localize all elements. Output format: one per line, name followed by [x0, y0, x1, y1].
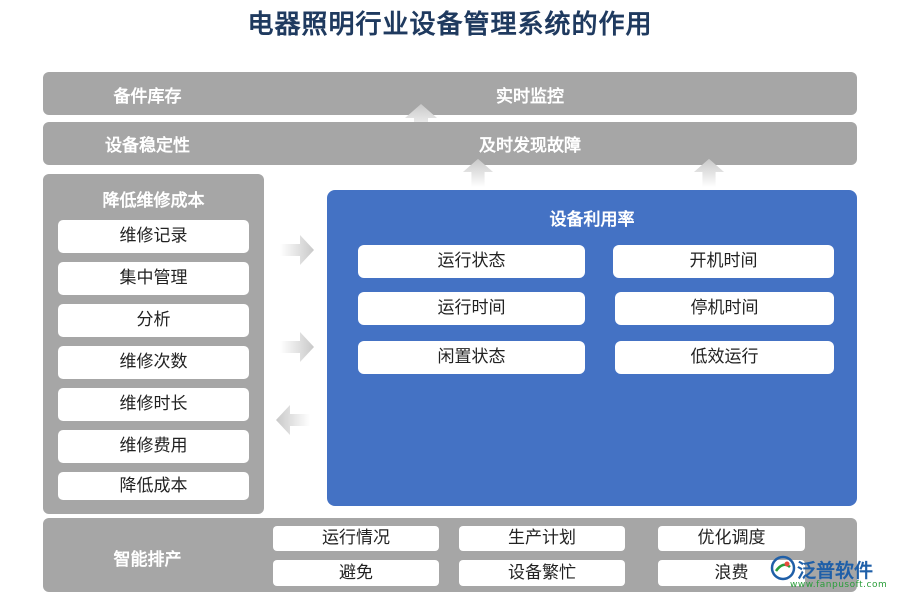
bottom-item-1: 生产计划: [459, 526, 625, 551]
bottom-item-3: 避免: [273, 560, 439, 586]
blue-item-2: 运行时间: [358, 292, 585, 325]
blue-item-1: 开机时间: [613, 245, 834, 278]
logo-icon: [770, 555, 796, 581]
second-bar: [43, 122, 857, 165]
top-bar: [43, 72, 857, 115]
left-item-5: 维修费用: [58, 430, 249, 463]
left-item-6: 降低成本: [58, 472, 249, 500]
up-arrow-icon: [693, 158, 725, 188]
blue-item-5: 低效运行: [615, 341, 834, 374]
logo-name: 泛普软件: [797, 560, 874, 582]
bottom-item-4: 设备繁忙: [459, 560, 625, 586]
bottom-item-0: 运行情况: [273, 526, 439, 551]
top-bar-left-label: 备件库存: [113, 87, 182, 107]
blue-item-4: 闲置状态: [358, 341, 585, 374]
left-item-1: 集中管理: [58, 262, 249, 295]
left-arrow-icon: [276, 405, 310, 435]
right-arrow-icon: [280, 332, 314, 362]
bottom-item-2: 优化调度: [658, 526, 805, 551]
second-bar-center-label: 及时发现故障: [479, 136, 581, 156]
blue-item-3: 停机时间: [615, 292, 834, 325]
blue-item-0: 运行状态: [358, 245, 585, 278]
left-item-2: 分析: [58, 304, 249, 337]
up-arrow-icon: [405, 104, 437, 134]
left-item-4: 维修时长: [58, 388, 249, 421]
up-arrow-icon: [462, 158, 494, 188]
left-item-0: 维修记录: [58, 220, 249, 253]
bottom-bar-label: 智能排产: [113, 550, 182, 570]
bottom-item-5: 浪费: [658, 560, 805, 586]
logo-url: www.fanpusoft.com: [790, 580, 888, 590]
left-panel-title: 降低维修成本: [102, 191, 205, 211]
right-arrow-icon: [280, 235, 314, 265]
second-bar-left-label: 设备稳定性: [105, 136, 190, 156]
blue-panel-title: 设备利用率: [549, 210, 635, 230]
top-bar-center-label: 实时监控: [496, 87, 564, 107]
page-title: 电器照明行业设备管理系统的作用: [247, 10, 653, 40]
left-item-3: 维修次数: [58, 346, 249, 379]
